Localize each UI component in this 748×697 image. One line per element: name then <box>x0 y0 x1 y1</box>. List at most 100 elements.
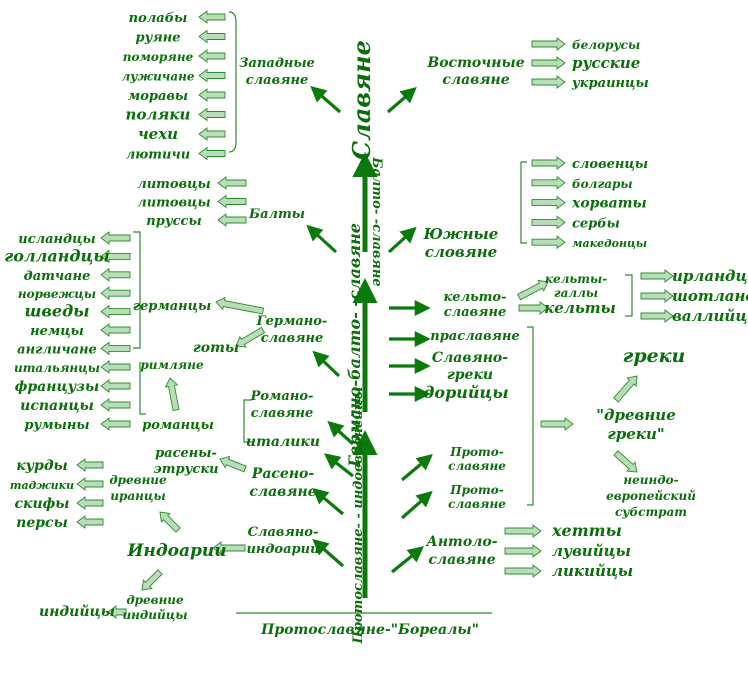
celts-bracket <box>625 274 633 317</box>
romans-label: романцы <box>142 418 214 433</box>
arrow-to-indians <box>107 605 127 619</box>
east-slavs-label-2: славяне <box>442 72 509 88</box>
west-slav-arrow <box>198 107 226 122</box>
south-slav-arrow <box>531 156 566 170</box>
germanic-item: немцы <box>30 324 84 339</box>
romance-bracket <box>139 362 146 415</box>
east-slav-arrow <box>531 56 566 70</box>
germanic-label: германцы <box>133 299 212 314</box>
arrow-to-ancient-indians <box>141 569 163 591</box>
celto-gauls-label-2: галлы <box>554 286 598 300</box>
proto-slavs-b-label-1: Прото- <box>449 483 503 497</box>
south-slavs-bracket <box>520 161 527 244</box>
base-label: Протославяне-"Бореалы" <box>260 622 479 638</box>
arrow-to-indoarii <box>212 541 246 555</box>
west-slav-arrow <box>198 88 226 102</box>
romano-slavs-label-1: Романо- <box>250 389 314 404</box>
indo-slavs-label-2: индоарии <box>246 542 319 557</box>
romance-arrow <box>100 398 131 412</box>
arrow-romano-slavs <box>327 420 355 446</box>
arrow-south-slavs <box>387 226 417 254</box>
arrow-to-greeks <box>613 375 638 403</box>
rimlyane-label: римляне <box>140 358 204 372</box>
germanic-bracket <box>133 231 141 349</box>
balt-item: пруссы <box>146 214 201 229</box>
greek-bracket <box>527 326 534 506</box>
anatolian-arrow <box>504 544 542 558</box>
balts-label: Балты <box>248 207 305 222</box>
arrow-to-celts <box>518 301 549 315</box>
south-slavs-label-1: Южные <box>423 225 499 243</box>
anatolian-item: хетты <box>551 521 622 540</box>
proto-slavs-b-label-2: славяне <box>448 497 506 511</box>
arrow-italics <box>323 453 354 478</box>
arrow-anatolian <box>390 546 424 574</box>
ancient-indians-label-2: индийцы <box>122 608 187 622</box>
arrow-proto-slavs-a <box>400 454 433 482</box>
labels: Славяне Балто- -славяне Германо-балто- -… <box>4 11 748 644</box>
west-slav-item: руяне <box>136 31 181 46</box>
romano-slavs-label-2: славяне <box>251 406 314 421</box>
west-slav-arrow <box>198 49 226 63</box>
solid-arrows <box>306 85 433 598</box>
etruscans-label-2: этруски <box>153 462 218 477</box>
arrow-to-germanics <box>215 296 265 315</box>
south-slav-arrow <box>531 175 566 190</box>
west-slav-arrow <box>198 146 226 161</box>
germanic-arrow <box>100 304 131 319</box>
germanic-arrow <box>100 286 131 301</box>
proto-indo-label: Протославяне- - индоевропейцы <box>351 387 366 645</box>
celtic-arrow <box>640 309 674 323</box>
arrow-balts <box>306 224 338 254</box>
germanic-item: шведы <box>24 302 89 321</box>
south-slav-item: македонцы <box>572 237 647 250</box>
west-slav-arrow <box>198 68 226 83</box>
arrow-to-goths <box>235 326 266 348</box>
arrow-to-etruscans <box>219 455 247 473</box>
west-slavs-label-1: Западные <box>239 56 315 71</box>
arrow-west-slavs <box>310 85 342 114</box>
south-slav-arrow <box>531 195 566 210</box>
indo-slavs-label-1: Славяно- <box>248 525 319 540</box>
iranian-arrow <box>76 458 104 472</box>
arrow-raseno-slavs <box>312 488 345 516</box>
south-slav-item: сербы <box>572 216 620 231</box>
celto-slavs-label-1: кельто- <box>444 290 507 305</box>
romance-arrow <box>100 379 131 393</box>
anatolian-label-1: Антоло- <box>425 534 497 550</box>
celto-gauls-label-1: кельты- <box>545 272 607 286</box>
anatolian-arrow <box>504 524 542 538</box>
substrate-label-1: неиндо- <box>623 473 678 487</box>
anatolian-label-2: славяне <box>428 552 495 568</box>
romance-arrow <box>100 360 131 374</box>
south-slav-item: хорваты <box>571 196 647 212</box>
arrow-indo-slavs <box>312 538 345 568</box>
dorians-label: дорийцы <box>423 383 508 402</box>
east-slav-arrow <box>531 75 566 89</box>
anatolian-arrow <box>504 564 542 578</box>
germano-slavs-label-1: Германо- <box>256 314 328 329</box>
germanic-item: исландцы <box>18 232 96 247</box>
south-slav-item: болгары <box>572 177 633 191</box>
celto-slavs-label-2: славяне <box>444 305 507 320</box>
balt-arrow <box>217 176 247 190</box>
arrow-to-celto-gauls <box>516 279 549 301</box>
romance-item: итальянцы <box>14 361 100 375</box>
italics-label: италики <box>246 434 320 450</box>
anatolian-item: лувийцы <box>552 542 631 560</box>
germanic-item: голландцы <box>4 246 109 265</box>
anatolian-item: ликийцы <box>552 562 633 580</box>
germanic-item: англичане <box>17 342 97 357</box>
south-slav-arrow <box>531 235 566 250</box>
celtic-item: шотландцы <box>672 287 748 305</box>
west-slav-item: полабы <box>129 11 188 26</box>
germanic-item: датчане <box>24 269 91 284</box>
goths-label: готы <box>193 340 239 356</box>
romance-item: румыны <box>24 418 89 433</box>
proto-slavs-a-label-1: Прото- <box>449 445 503 459</box>
ancient-greeks-label-1: "древние <box>596 406 676 424</box>
substrate-label-2: европейский <box>606 489 696 503</box>
germanic-arrow <box>100 231 131 245</box>
raseno-slavs-label-1: Расено- <box>251 466 315 482</box>
